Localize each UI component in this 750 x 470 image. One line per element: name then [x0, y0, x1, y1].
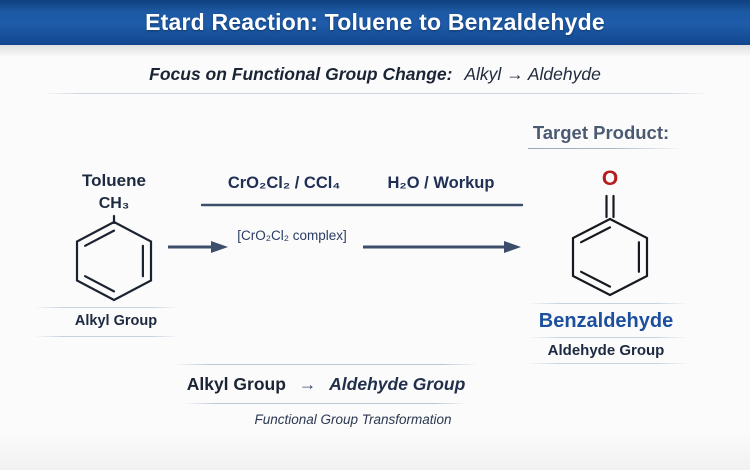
product-rule-middle: [528, 337, 688, 338]
reaction-arrow-2-icon: [363, 241, 521, 253]
reactant-group-label: Alkyl Group: [74, 313, 158, 329]
product-group-label: Aldehyde Group: [547, 342, 665, 359]
alkyl-label-rule-top: [34, 307, 180, 308]
transformation-caption: Functional Group Transformation: [254, 412, 452, 427]
transformation-arrow-icon: →: [298, 374, 317, 394]
target-product-underline: [528, 148, 684, 149]
reagents-step1: CrO₂Cl₂ / CCl₄: [227, 174, 341, 192]
alkyl-label-rule-bottom: [34, 336, 180, 337]
transformation-summary: Alkyl Group → Aldehyde Group: [151, 374, 501, 395]
transformation-from: Alkyl Group: [186, 374, 286, 394]
reactant-substituent: CH₃: [98, 195, 130, 212]
transformation-rule-top: [174, 364, 478, 365]
product-rule-bottom: [528, 363, 688, 364]
subtitle-label: Focus on Functional Group Change:: [149, 64, 453, 84]
toluene-structure: [75, 214, 153, 302]
product-name: Benzaldehyde: [538, 310, 674, 332]
transformation-rule-bottom: [183, 403, 468, 404]
reactant-name: Toluene: [82, 171, 146, 190]
benzaldehyde-structure: [571, 194, 649, 297]
intermediate-complex: [CrO₂Cl₂ complex]: [237, 228, 347, 243]
product-rule-top: [528, 303, 688, 304]
transformation-to: Aldehyde Group: [329, 374, 466, 394]
reagents-step2: H₂O / Workup: [387, 174, 495, 192]
divider-rule: [42, 93, 708, 94]
page-title: Etard Reaction: Toluene to Benzaldehyde: [145, 9, 605, 35]
title-banner: Etard Reaction: Toluene to Benzaldehyde: [0, 0, 750, 45]
banner-shadow: [0, 45, 750, 57]
subtitle: Focus on Functional Group Change: Alkyl …: [0, 64, 750, 85]
subtitle-change: Alkyl → Aldehyde: [464, 64, 601, 84]
carbonyl-oxygen: O: [601, 167, 619, 190]
target-product-heading: Target Product:: [532, 122, 670, 143]
